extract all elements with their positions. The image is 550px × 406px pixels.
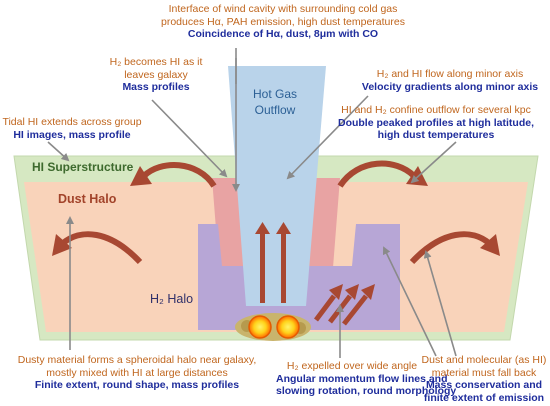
pointer-line <box>286 95 369 180</box>
annotation-h2-expelled-line3: slowing rotation, round morphology <box>276 385 457 397</box>
pointer-line <box>410 141 457 184</box>
annotation-dust-molecular-line2: material must fall back <box>431 366 537 379</box>
annotation-dusty-material-line3: Finite extent, round shape, mass profile… <box>34 379 240 391</box>
annotation-h2-becomes-hi: H₂ becomes HI as it leaves galaxy Mass p… <box>100 56 212 94</box>
annotation-dusty-material: Dusty material forms a spheroidal halo n… <box>4 354 270 392</box>
pointer-lines <box>47 48 457 358</box>
curved-arrow-bottom-right <box>409 231 492 265</box>
annotation-h2-becomes-hi-line1: H₂ becomes HI as it <box>109 56 203 68</box>
circulation-arrows <box>60 160 492 265</box>
annotation-dusty-material-line1: Dusty material forms a spheroidal halo n… <box>17 354 257 366</box>
hot-gas-label: Hot Gas Outflow <box>244 86 306 118</box>
annotation-interface: Interface of wind cavity with surroundin… <box>118 3 448 41</box>
annotation-hi-h2-confine-line1: HI and H₂ confine outflow for several kp… <box>341 104 531 116</box>
expelled-arrow-head <box>345 284 359 300</box>
curved-arrow-top-right <box>337 160 417 188</box>
pointer-line <box>382 246 437 357</box>
outflow-arrow <box>281 233 286 303</box>
hot-gas-label-line2: Outflow <box>254 103 296 117</box>
annotation-h2-expelled: H₂ expelled over wide angle Angular mome… <box>276 360 457 398</box>
curved-arrow-top-left <box>141 162 217 188</box>
annotation-dust-molecular: Dust and molecular (as HI) material must… <box>420 354 548 404</box>
expelled-arrow-head <box>361 284 375 300</box>
pointer-line <box>151 99 228 178</box>
annotation-interface-line3: Coincidence of Hα, dust, 8μm with CO <box>187 28 379 40</box>
annotation-tidal-hi: Tidal HI extends across group HI images,… <box>2 116 142 141</box>
outflow-arrow <box>260 233 265 303</box>
dust-halo-label: Dust Halo <box>58 192 117 206</box>
annotation-tidal-hi-line2: HI images, mass profile <box>13 128 131 141</box>
expelled-arrows <box>314 284 375 326</box>
annotation-h2-becomes-hi-line2: leaves galaxy <box>124 68 188 81</box>
curved-arrow-head <box>480 234 500 256</box>
annotation-h2-expelled-line1: H₂ expelled over wide angle <box>286 360 418 372</box>
starburst-core-left <box>248 315 272 339</box>
annotation-hi-h2-confine: HI and H₂ confine outflow for several kp… <box>326 104 546 142</box>
annotation-dust-molecular-line1: Dust and molecular (as HI) <box>421 354 547 366</box>
curved-arrow-head <box>130 166 152 186</box>
annotation-hi-h2-confine-line2: Double peaked profiles at high latitude, <box>337 116 535 129</box>
outflow-arrow-head <box>255 222 270 234</box>
annotation-h2-expelled-line2: Angular momentum flow lines and <box>276 372 448 385</box>
pointer-line <box>423 250 457 357</box>
annotation-dusty-material-line2: mostly mixed with HI at large distances <box>46 366 228 379</box>
hi-superstructure-label: HI Superstructure <box>32 160 134 174</box>
annotation-h2-hi-flow: H₂ and HI flow along minor axis Velocity… <box>352 68 548 93</box>
annotation-interface-line1: Interface of wind cavity with surroundin… <box>168 3 398 15</box>
expelled-arrow <box>314 294 336 322</box>
annotation-h2-becomes-hi-line3: Mass profiles <box>122 81 190 93</box>
annotation-dust-molecular-line3: Mass conservation and <box>425 379 543 391</box>
h2-halo-label: H₂ Halo <box>150 292 194 306</box>
annotation-dust-molecular-line4: finite extent of emission <box>423 391 545 404</box>
annotation-interface-line2: produces Hα, PAH emission, high dust tem… <box>161 15 405 28</box>
curved-arrow-bottom-left <box>60 231 143 265</box>
hot-gas-label-line1: Hot Gas <box>252 87 297 101</box>
annotation-h2-hi-flow-line1: H₂ and HI flow along minor axis <box>376 68 524 80</box>
pointer-line <box>47 141 70 162</box>
outflow-arrows <box>255 222 291 303</box>
annotation-h2-hi-flow-line2: Velocity gradients along minor axis <box>361 80 539 93</box>
hot-gas-outflow-cone <box>228 66 326 306</box>
outflow-arrow-head <box>276 222 291 234</box>
annotation-hi-h2-confine-line3: high dust temperatures <box>377 129 495 141</box>
annotation-tidal-hi-line1: Tidal HI extends across group <box>2 116 142 128</box>
starburst-core-right <box>276 315 300 339</box>
expelled-arrow <box>342 294 368 326</box>
curved-arrow-head <box>52 234 72 256</box>
expelled-arrow-head <box>329 284 343 300</box>
